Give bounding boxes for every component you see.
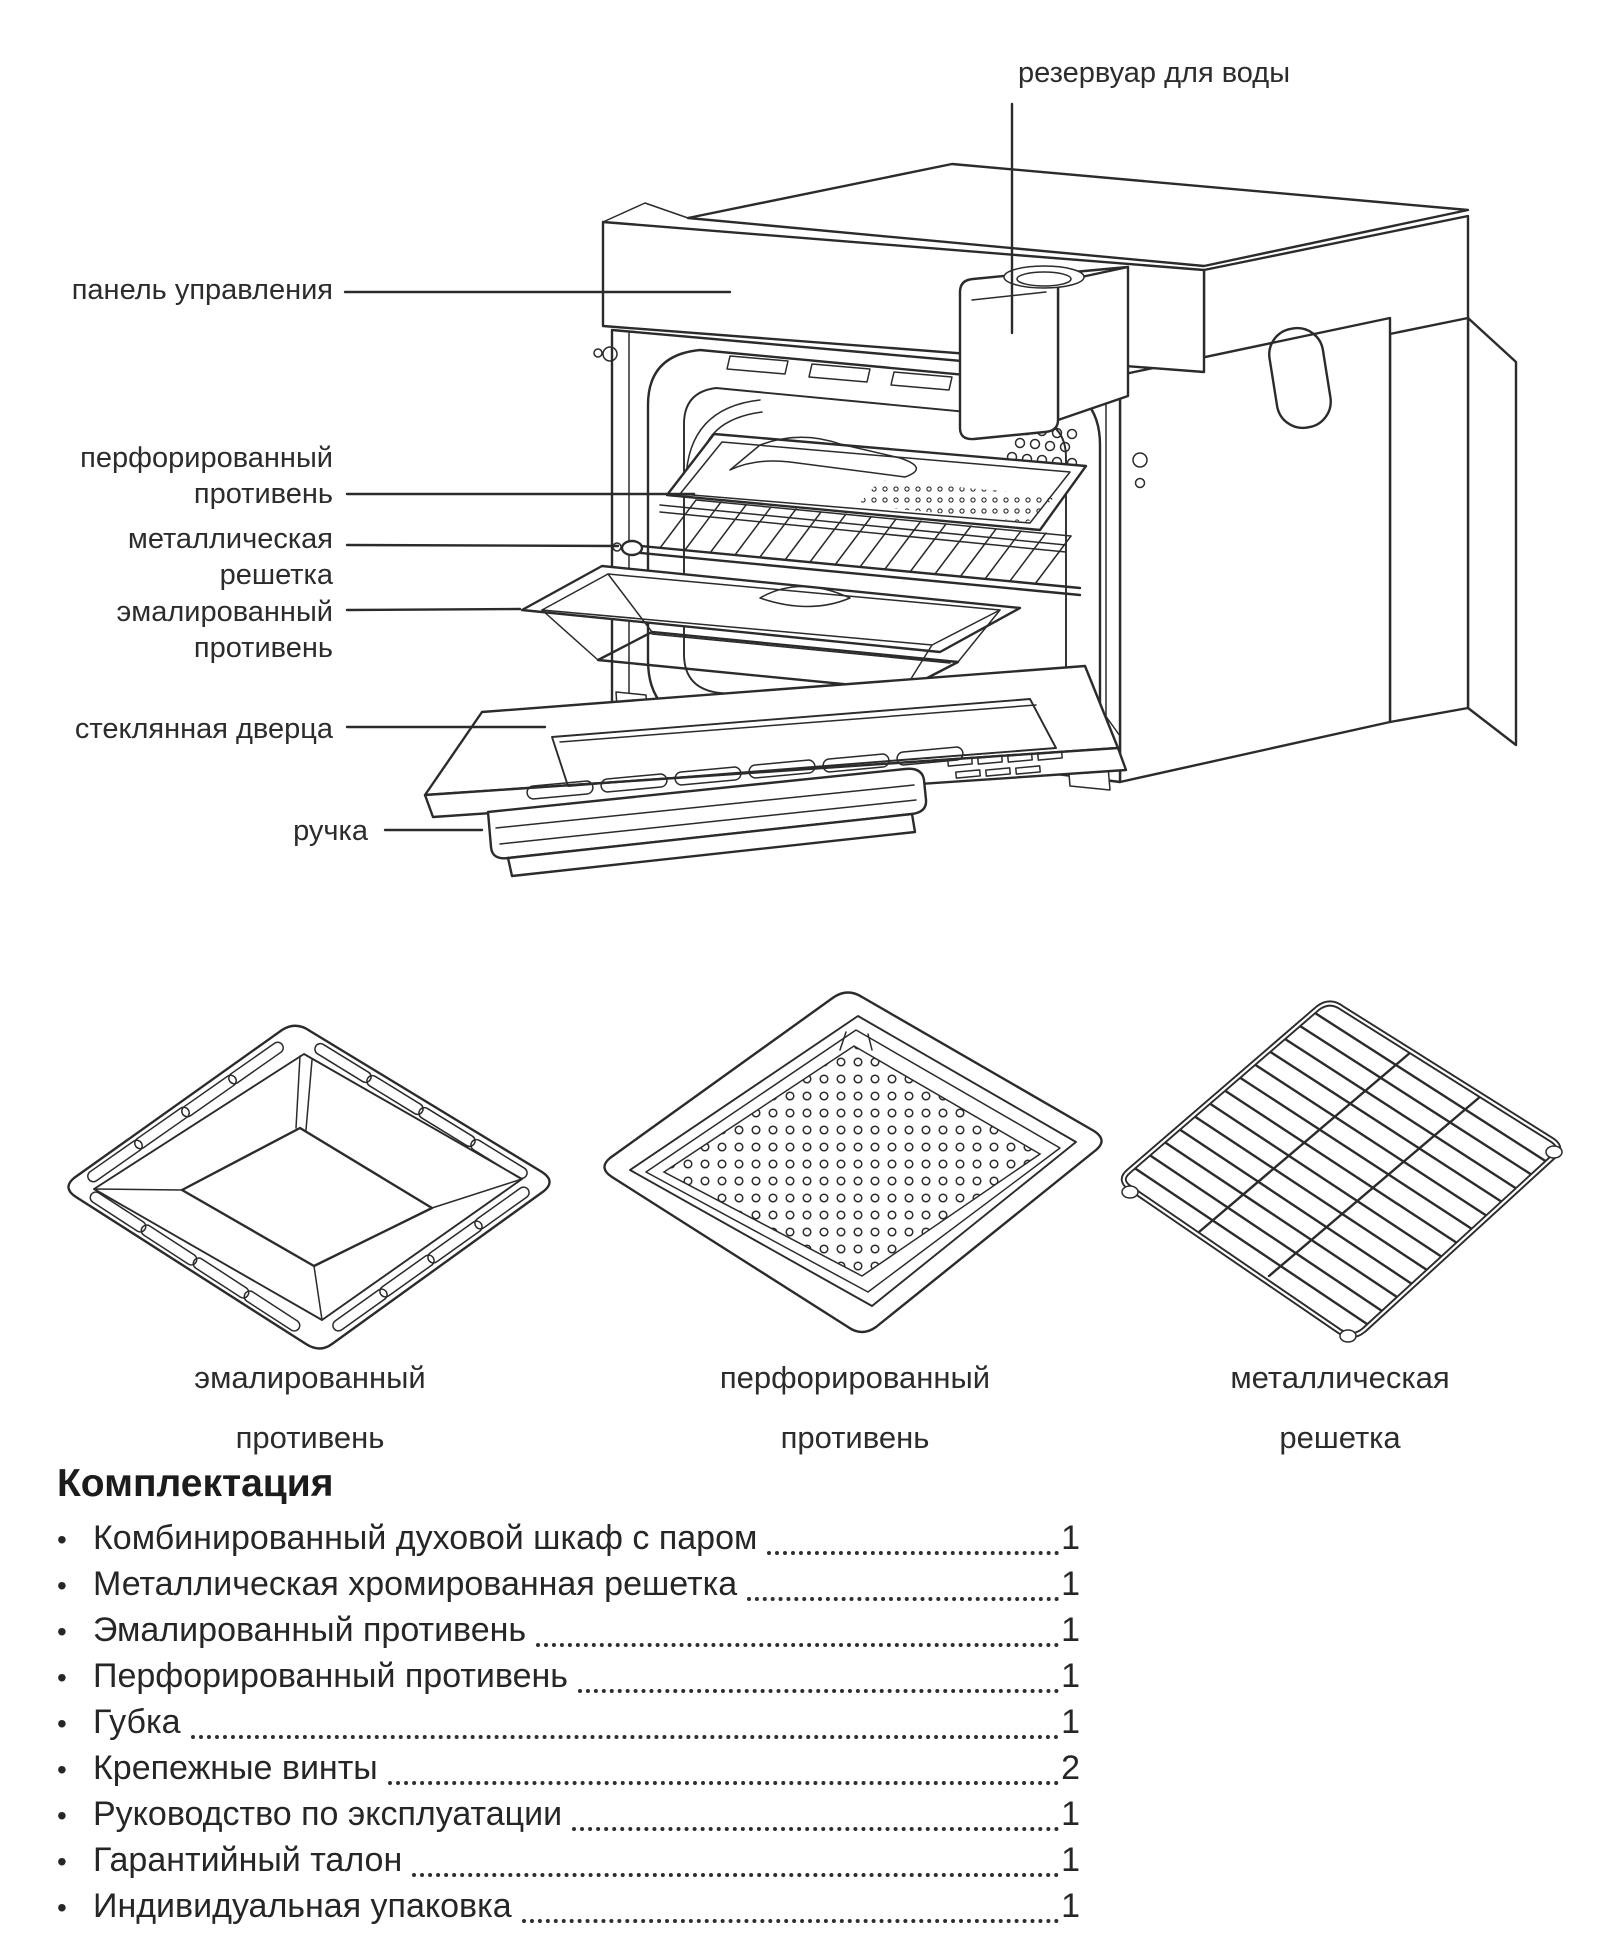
kit-item: • Эмалированный противень 1 (57, 1608, 1080, 1654)
accessory-perforated-tray (603, 991, 1103, 1334)
kit-item: • Гарантийный талон 1 (57, 1838, 1080, 1884)
caption-enameled-tray: эмалированный противень (100, 1348, 520, 1468)
bullet-icon: • (57, 1892, 67, 1923)
kit-item-label: Губка (93, 1703, 181, 1741)
side-grip-slot (1268, 326, 1332, 430)
enameled-tray-inside (520, 564, 1022, 692)
door-vent-slots (526, 746, 1063, 800)
door-handle (486, 767, 928, 878)
kit-item-qty: 2 (1061, 1749, 1080, 1787)
label-metal-rack: металлическая решетка (0, 521, 333, 593)
kit-item: • Губка 1 (57, 1700, 1080, 1746)
bullet-icon: • (57, 1662, 67, 1693)
kit-item: • Комбинированный духовой шкаф с паром 1 (57, 1516, 1080, 1562)
leader-metal-rack (345, 543, 620, 548)
kit-item: • Перфорированный противень 1 (57, 1654, 1080, 1700)
label-perforated-tray: перфорированный противень (0, 440, 333, 512)
caption-line: эмалированный (194, 1360, 426, 1395)
kit-item-label: Руководство по эксплуатации (93, 1795, 563, 1833)
dotted-leader (387, 1781, 1060, 1785)
dotted-leader (747, 1597, 1060, 1601)
oven-top-face (686, 162, 1470, 268)
kit-item-label: Эмалированный противень (93, 1611, 527, 1649)
caption-line: решетка (1279, 1420, 1401, 1455)
accessory-metal-rack (1120, 1000, 1563, 1343)
label-line: металлическая (127, 523, 333, 555)
label-line: противень (193, 632, 333, 664)
package-contents-title: Комплектация (57, 1462, 334, 1505)
bullet-icon: • (57, 1524, 67, 1555)
kit-item-qty: 1 (1061, 1703, 1080, 1741)
caption-line: металлическая (1230, 1360, 1450, 1395)
kit-item-label: Крепежные винты (93, 1749, 378, 1787)
kit-item-label: Перфорированный противень (93, 1657, 569, 1695)
bullet-icon: • (57, 1570, 67, 1601)
caption-perforated-tray: перфорированный противень (645, 1348, 1065, 1468)
label-line: перфорированный (80, 442, 333, 474)
oven-illustration (423, 162, 1518, 878)
label-glass-door: стеклянная дверца (0, 711, 333, 747)
tray-rim-slots (87, 1041, 530, 1332)
kit-item-label: Металлическая хромированная решетка (93, 1565, 738, 1603)
label-control-panel-text: панель управления (71, 274, 333, 306)
bullet-icon: • (57, 1754, 67, 1785)
kit-item-qty: 1 (1061, 1611, 1080, 1649)
kit-item: • Крепежные винты 2 (57, 1746, 1080, 1792)
kit-item-label: Индивидуальная упаковка (93, 1887, 512, 1925)
cabinet-right-strip (1466, 316, 1518, 747)
dotted-leader (412, 1873, 1060, 1877)
kit-item-qty: 1 (1061, 1519, 1080, 1557)
cabinet-side-panel (1388, 314, 1470, 724)
bullet-icon: • (57, 1846, 67, 1877)
kit-item: • Металлическая хромированная решетка 1 (57, 1562, 1080, 1608)
caption-line: противень (780, 1420, 930, 1455)
bullet-icon: • (57, 1616, 67, 1647)
dotted-leader (767, 1551, 1060, 1555)
kit-item-qty: 1 (1061, 1841, 1080, 1879)
metal-rack-inside (612, 499, 1082, 597)
kit-item: • Руководство по эксплуатации 1 (57, 1792, 1080, 1838)
kit-item-label: Комбинированный духовой шкаф с паром (93, 1519, 758, 1557)
label-handle: ручка (0, 813, 368, 849)
dotted-leader (536, 1643, 1060, 1647)
kit-item-qty: 1 (1061, 1887, 1080, 1925)
package-contents-section: Комплектация • Комбинированный духовой ш… (57, 1462, 1080, 1930)
bullet-icon: • (57, 1708, 67, 1739)
door-glass (551, 698, 1057, 787)
caption-line: перфорированный (719, 1360, 991, 1395)
water-reservoir (958, 265, 1130, 441)
label-handle-text: ручка (293, 815, 368, 847)
caption-metal-rack: металлическая решетка (1130, 1348, 1550, 1468)
kit-item-qty: 1 (1061, 1795, 1080, 1833)
dotted-leader (578, 1689, 1060, 1693)
kit-item-label: Гарантийный талон (93, 1841, 403, 1879)
kit-item-qty: 1 (1061, 1657, 1080, 1695)
kit-item: • Индивидуальная упаковка 1 (57, 1884, 1080, 1930)
label-line: эмалированный (116, 596, 333, 628)
label-water-tank: резервуар для воды (1018, 55, 1290, 91)
label-water-tank-text: резервуар для воды (1018, 57, 1291, 89)
label-control-panel: панель управления (0, 272, 333, 308)
leader-enameled-tray (345, 607, 522, 612)
dotted-leader (572, 1827, 1060, 1831)
leader-lines (343, 102, 1014, 832)
label-glass-door-text: стеклянная дверца (74, 713, 333, 745)
perforated-tray-inside (659, 432, 1088, 553)
label-line: решетка (219, 559, 333, 591)
caption-line: противень (235, 1420, 385, 1455)
label-enameled-tray: эмалированный противень (0, 594, 333, 666)
bullet-icon: • (57, 1800, 67, 1831)
accessory-enameled-tray (67, 1024, 551, 1350)
dotted-leader (190, 1735, 1060, 1739)
kit-item-qty: 1 (1061, 1565, 1080, 1603)
dotted-leader (521, 1919, 1060, 1923)
label-line: противень (193, 478, 333, 510)
oven-body-side (1118, 316, 1392, 784)
